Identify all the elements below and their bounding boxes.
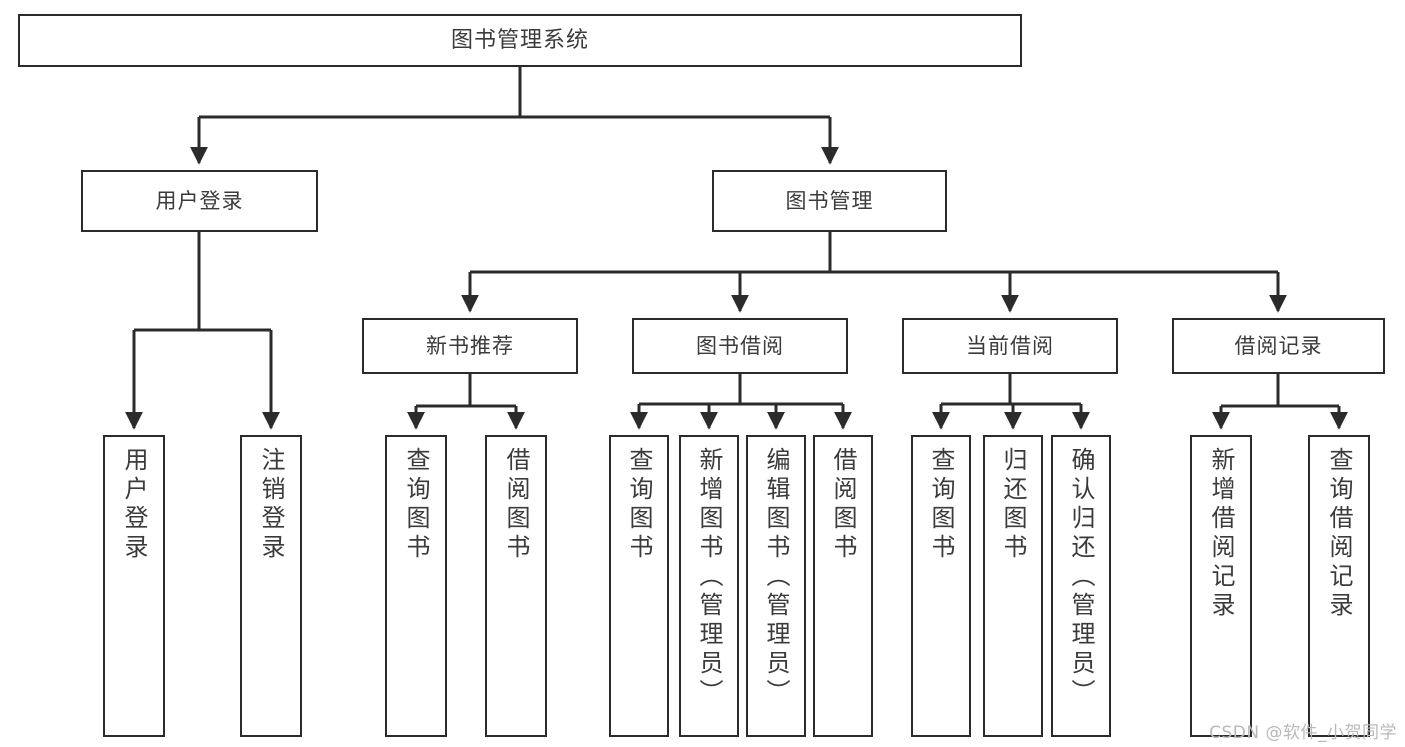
leaf-logout[interactable]: 注销登录 [240,435,302,737]
leaf-edit-book-admin-label: 编辑图书（管理员） [762,447,790,708]
node-book-borrow-label: 图书借阅 [696,333,784,358]
leaf-query-borrow-record[interactable]: 查询借阅记录 [1308,435,1370,737]
leaf-add-book-admin[interactable]: 新增图书（管理员） [679,435,739,737]
leaf-query-book-borrow-label: 查询图书 [625,447,653,563]
leaf-borrow-book-recommend-label: 借阅图书 [502,447,530,563]
node-root-label: 图书管理系统 [450,27,589,53]
leaf-query-book-recommend-label: 查询图书 [402,447,430,563]
leaf-query-book-current-label: 查询图书 [927,447,955,563]
node-new-book-recommend[interactable]: 新书推荐 [362,318,578,374]
node-new-book-recommend-label: 新书推荐 [426,333,514,358]
leaf-user-login-label: 用户登录 [120,447,148,563]
leaf-query-book-borrow[interactable]: 查询图书 [609,435,669,737]
leaf-borrow-book-recommend[interactable]: 借阅图书 [485,435,547,737]
leaf-borrow-book[interactable]: 借阅图书 [813,435,873,737]
leaf-confirm-return-admin[interactable]: 确认归还（管理员） [1051,435,1111,737]
node-user-login-label: 用户登录 [155,188,244,213]
leaf-add-book-admin-label: 新增图书（管理员） [695,447,723,708]
leaf-query-book-recommend[interactable]: 查询图书 [385,435,447,737]
leaf-return-book[interactable]: 归还图书 [983,435,1043,737]
node-current-borrow[interactable]: 当前借阅 [902,318,1118,374]
leaf-logout-label: 注销登录 [257,447,285,563]
node-book-management-label: 图书管理 [785,188,874,213]
leaf-query-borrow-record-label: 查询借阅记录 [1325,447,1353,621]
node-borrow-record[interactable]: 借阅记录 [1172,318,1385,374]
node-borrow-record-label: 借阅记录 [1234,333,1323,358]
leaf-borrow-book-label: 借阅图书 [829,447,857,563]
node-user-login[interactable]: 用户登录 [81,170,318,232]
node-root[interactable]: 图书管理系统 [18,14,1022,67]
leaf-add-borrow-record[interactable]: 新增借阅记录 [1190,435,1252,737]
leaf-user-login[interactable]: 用户登录 [103,435,165,737]
node-current-borrow-label: 当前借阅 [966,333,1054,358]
leaf-edit-book-admin[interactable]: 编辑图书（管理员） [746,435,806,737]
node-book-borrow[interactable]: 图书借阅 [632,318,848,374]
leaf-add-borrow-record-label: 新增借阅记录 [1207,447,1235,621]
node-book-management[interactable]: 图书管理 [712,170,947,232]
leaf-query-book-current[interactable]: 查询图书 [911,435,971,737]
leaf-return-book-label: 归还图书 [999,447,1027,563]
leaf-confirm-return-admin-label: 确认归还（管理员） [1067,447,1095,708]
